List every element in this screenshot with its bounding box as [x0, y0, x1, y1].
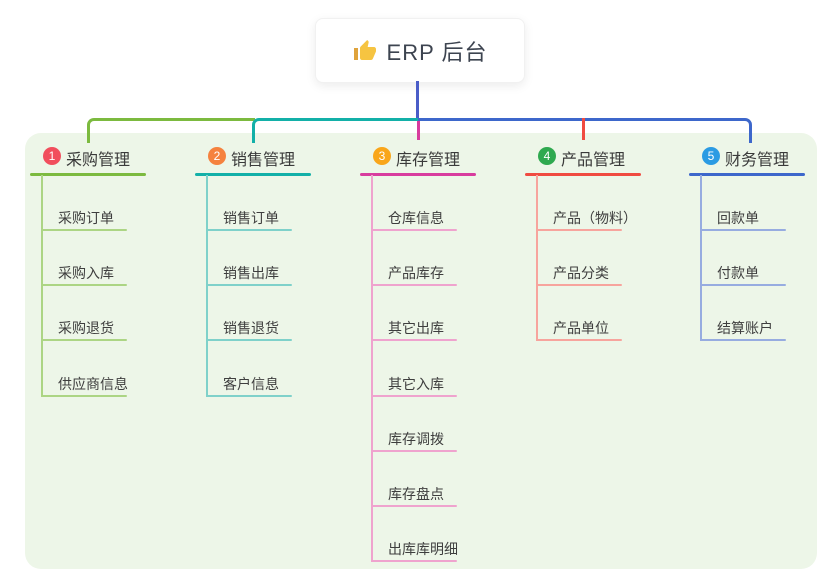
child-underline: [371, 284, 457, 287]
branch-child-line: [371, 175, 373, 563]
child-underline: [41, 339, 127, 342]
connector-drop-branch-3: [416, 121, 420, 140]
branch-库存管理: 3 库存管理仓库信息产品库存其它出库其它入库库存调拨库存盘点出库库明细: [360, 146, 510, 570]
branch-title[interactable]: 销售管理: [231, 152, 296, 169]
branch-title[interactable]: 采购管理: [66, 152, 131, 169]
branch-child-line: [700, 175, 702, 342]
child-underline: [206, 229, 292, 231]
child-underline: [536, 284, 622, 287]
root-connector-line: [416, 81, 419, 121]
child-node[interactable]: 产品分类: [553, 265, 609, 282]
child-node[interactable]: 产品（物料）: [553, 210, 637, 226]
child-node[interactable]: 销售订单: [223, 210, 279, 226]
child-underline: [371, 449, 457, 452]
child-node[interactable]: 其它入库: [388, 375, 444, 392]
connector-elbow-branch-1: [86, 118, 255, 143]
child-underline: [41, 284, 127, 287]
child-node[interactable]: 采购退货: [58, 320, 114, 337]
child-node[interactable]: 其它出库: [388, 320, 444, 337]
branch-采购管理: 1 采购管理采购订单采购入库采购退货供应商信息: [30, 146, 180, 405]
child-node[interactable]: 产品单位: [553, 320, 609, 337]
child-underline: [700, 339, 786, 342]
child-underline: [206, 394, 292, 397]
child-node[interactable]: 供应商信息: [58, 375, 128, 392]
child-underline: [371, 505, 457, 507]
branch-number-badge: 2: [208, 147, 226, 165]
child-underline: [371, 229, 457, 231]
branch-财务管理: 5 财务管理回款单付款单结算账户: [689, 146, 839, 349]
branch-child-line: [536, 175, 538, 342]
child-underline: [536, 339, 622, 342]
connector-drop-branch-4: [581, 118, 585, 140]
branch-title[interactable]: 库存管理: [396, 152, 461, 169]
child-node[interactable]: 销售出库: [223, 265, 279, 282]
branch-number-badge: 3: [373, 147, 391, 165]
child-node[interactable]: 库存盘点: [388, 486, 444, 502]
child-node[interactable]: 出库库明细: [388, 541, 458, 558]
branch-number-badge: 4: [538, 147, 556, 165]
branches-panel: [25, 133, 817, 569]
child-underline: [206, 339, 292, 342]
branch-产品管理: 4 产品管理产品（物料） 产品分类产品单位: [525, 146, 675, 349]
child-underline: [371, 394, 457, 397]
child-node[interactable]: 回款单: [717, 210, 759, 226]
branch-number-badge: 5: [702, 147, 720, 165]
connector-elbow-branch-2: [251, 118, 420, 143]
child-node[interactable]: 客户信息: [223, 375, 279, 392]
branch-title[interactable]: 财务管理: [725, 152, 790, 169]
branch-number-badge: 1: [43, 147, 61, 165]
root-node[interactable]: ERP 后台: [315, 18, 525, 83]
child-underline: [41, 394, 127, 397]
branch-underline: [525, 173, 641, 176]
child-node[interactable]: 库存调拨: [388, 430, 444, 447]
branch-销售管理: 2 销售管理销售订单销售出库销售退货客户信息: [195, 146, 345, 405]
root-label: ERP 后台: [386, 39, 488, 65]
child-underline: [371, 560, 457, 563]
branch-underline: [360, 173, 476, 176]
child-underline: [206, 284, 292, 287]
child-node[interactable]: 销售退货: [223, 320, 279, 337]
child-node[interactable]: 付款单: [717, 265, 759, 282]
child-underline: [700, 284, 786, 287]
child-node[interactable]: 采购入库: [58, 265, 114, 282]
branch-underline: [195, 173, 311, 176]
branch-underline: [689, 173, 805, 176]
child-node[interactable]: 产品库存: [388, 265, 444, 282]
child-node[interactable]: 仓库信息: [388, 210, 444, 226]
branch-title[interactable]: 产品管理: [561, 152, 626, 169]
child-node[interactable]: 结算账户: [717, 320, 773, 337]
child-underline: [41, 229, 127, 231]
child-node[interactable]: 采购订单: [58, 210, 114, 226]
connector-elbow-branch-5: [418, 118, 752, 143]
child-underline: [371, 339, 457, 342]
branch-underline: [30, 173, 146, 176]
child-underline: [700, 229, 786, 231]
thumbs-up-icon: [353, 39, 377, 63]
child-underline: [536, 229, 622, 231]
